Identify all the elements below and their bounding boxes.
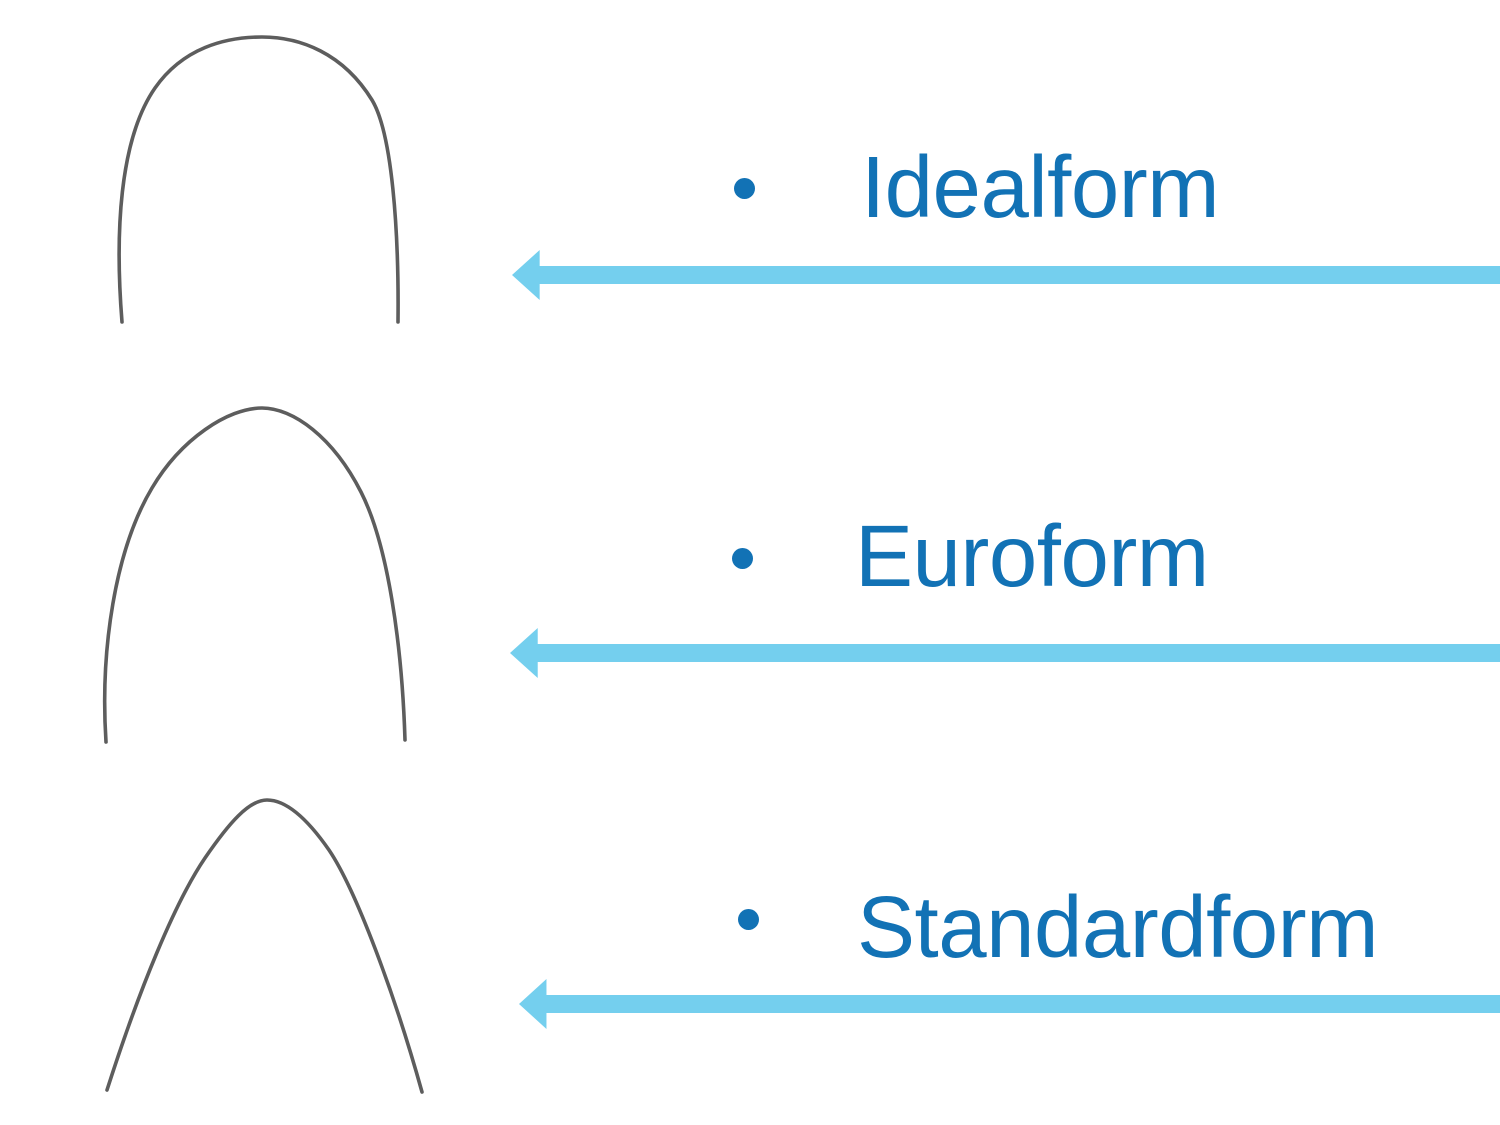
idealform-archwire-image <box>117 35 400 324</box>
bullet-icon <box>732 548 753 569</box>
bullet-icon <box>734 178 755 199</box>
arrow-left-icon <box>519 979 1500 1029</box>
standardform-archwire-image <box>105 798 424 1094</box>
bullet-icon <box>738 909 759 930</box>
label-idealform: Idealform <box>861 139 1220 236</box>
arrow-left-icon <box>512 250 1500 300</box>
arrow-shape <box>512 250 1500 300</box>
wire-curve <box>117 35 400 324</box>
wire-curve <box>102 406 407 744</box>
label-standardform: Standardform <box>857 879 1379 976</box>
wire-curve <box>105 798 424 1094</box>
euroform-archwire-image <box>102 406 407 744</box>
arrow-left-icon <box>510 628 1500 678</box>
label-euroform: Euroform <box>855 508 1209 605</box>
arrow-shape <box>510 628 1500 678</box>
arrow-shape <box>519 979 1500 1029</box>
